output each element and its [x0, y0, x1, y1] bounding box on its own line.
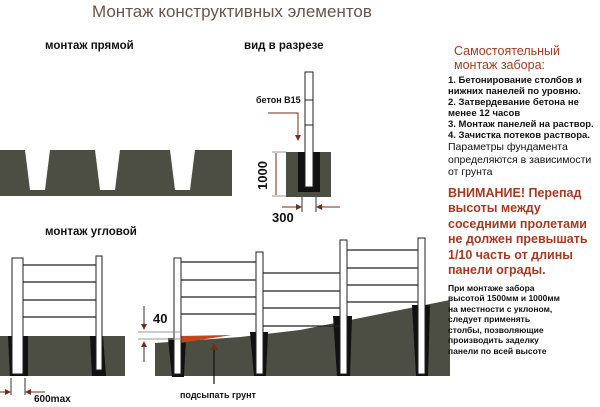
instructions-heading: Самостоятельный монтаж забора: [454, 44, 561, 72]
straight-ground [0, 150, 232, 196]
section-view [268, 71, 340, 212]
foundation-params: Параметры фундамента определяются в зави… [448, 141, 592, 178]
section-view-label: вид в разрезе [244, 40, 324, 52]
step-1: 1. Бетонирование столбов и нижних панеле… [448, 75, 582, 97]
step-3: 3. Монтаж панелей на раствор. [448, 119, 594, 130]
max-distance-label: 600max [34, 394, 71, 405]
step-2: 2. Затвердевание бетона не менее 12 часо… [448, 97, 579, 119]
step-4: 4. Зачистка потеков раствора. [448, 130, 590, 141]
depth-label: 1000 [254, 161, 270, 190]
instructions-panel: Самостоятельный монтаж забора: 1. Бетони… [448, 44, 600, 356]
corner-left [0, 255, 125, 395]
slope-note: При монтаже забора высотой 1500мм и 1000… [448, 282, 560, 356]
corner-right [138, 237, 450, 384]
width-label: 300 [272, 210, 294, 225]
straight-install-label: монтаж прямой [45, 40, 134, 52]
concrete-label: бетон В15 [256, 95, 301, 105]
warning-text: ВНИМАНИЕ! Перепад высоты между соседними… [448, 185, 588, 278]
page-title: Монтаж конструктивных элементов [92, 2, 372, 21]
gap-label: 40 [153, 311, 168, 326]
corner-install-label: монтаж угловой [45, 226, 137, 238]
fill-soil-label: подсыпать грунт [180, 390, 256, 400]
